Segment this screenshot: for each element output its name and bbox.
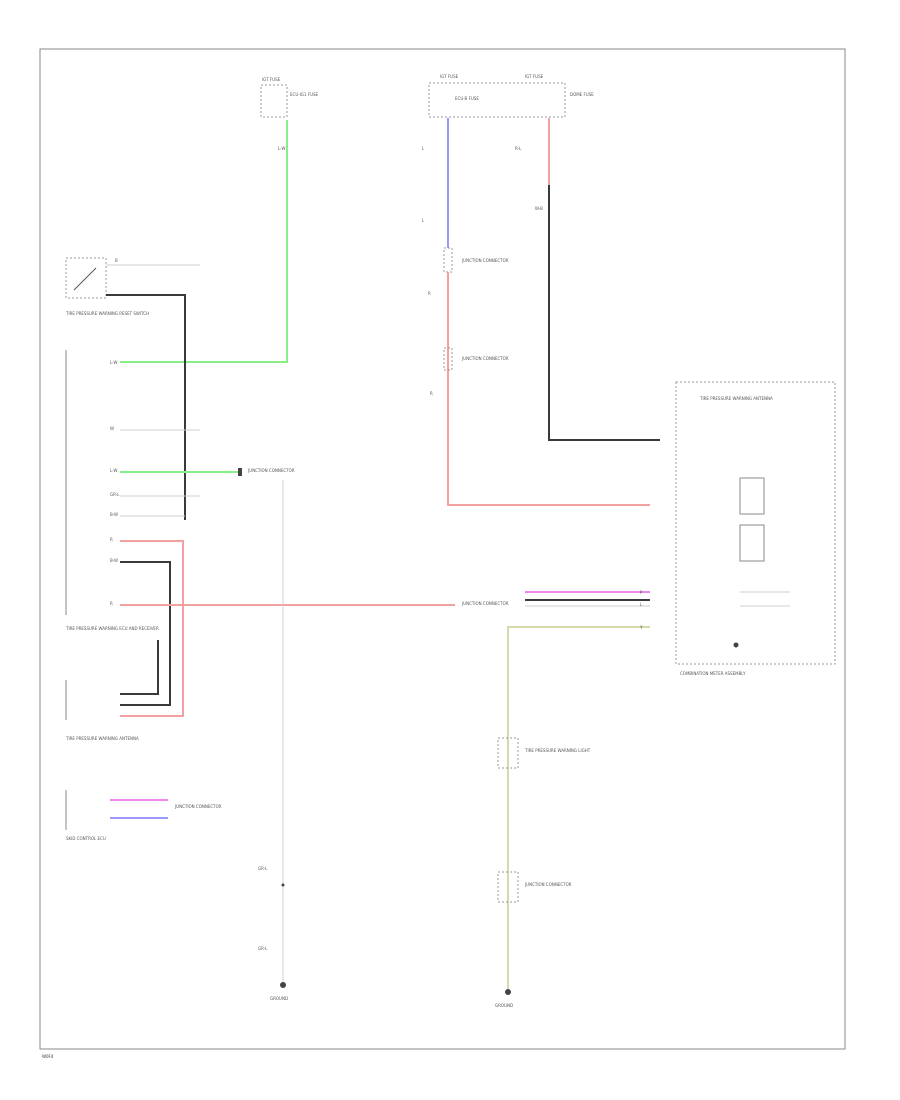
junction-left-marker (238, 468, 242, 476)
meter-pin-y: Y (639, 625, 643, 630)
bottom-inline-connector (497, 871, 519, 903)
inline-node-left (281, 883, 285, 887)
wire-label-gr-l-1: GR-L (258, 866, 268, 871)
receiver-pin-6: R (110, 537, 113, 542)
yellow-wire-to-ground (507, 626, 650, 992)
top-right-fuse-pin-label: DOME FUSE (570, 92, 594, 97)
ground-right-label: GROUND (495, 1003, 513, 1008)
wire-label-blue-1: L (422, 146, 425, 151)
antenna-group: TIRE PRESSURE WARNING ANTENNA (65, 680, 139, 741)
can-lamp-label: TIRE PRESSURE WARNING LIGHT (524, 748, 591, 753)
antenna-label: TIRE PRESSURE WARNING ANTENNA (65, 736, 139, 741)
wire-label-blue-2: L (422, 218, 425, 223)
top-left-fuse-group: IGT FUSE ECU-IG1 FUSE (260, 77, 319, 118)
meter-internal-block-1 (739, 477, 765, 515)
receiver-pin-2: W (110, 426, 114, 431)
meter-ground-node (733, 642, 739, 648)
meter-internal-block-2 (739, 524, 765, 562)
top-left-fuse-label: IGT FUSE (262, 77, 281, 82)
inline-connector-2 (443, 347, 453, 371)
dark-wire-dome-to-meter (548, 185, 660, 441)
receiver-group: TIRE PRESSURE WARNING ECU AND RECEIVER L… (65, 350, 159, 631)
wire-label-dome-2: W-B (535, 206, 543, 211)
top-mid-fuse-label: IGT FUSE (440, 74, 459, 79)
ground-left-symbol (280, 982, 286, 988)
receiver-pin-8: R (110, 601, 113, 606)
skid-control-group: SKID CONTROL ECU (65, 790, 106, 841)
green-wire-ig1 (120, 120, 288, 363)
combination-meter-group: COMBINATION METER ASSEMBLY TIRE PRESSURE… (675, 381, 836, 676)
top-right-fuse-label: IGT FUSE (525, 74, 544, 79)
junction-bottom-label: JUNCTION CONNECTOR (174, 804, 222, 809)
bottom-inline-connector-label: JUNCTION CONNECTOR (524, 882, 572, 887)
top-left-fuse-box (260, 84, 288, 118)
reset-switch-return-wire (106, 294, 186, 520)
combination-meter-label: COMBINATION METER ASSEMBLY (680, 671, 746, 676)
meter-internal-lines (740, 591, 790, 607)
inline-connector-2-label: JUNCTION CONNECTOR (461, 356, 509, 361)
reset-switch-label: TIRE PRESSURE WARNING RESET SWITCH (65, 311, 149, 316)
top-mid-fuse-box (428, 82, 566, 118)
inline-connector-1-label: JUNCTION CONNECTOR (461, 258, 509, 263)
red-loop-to-antenna (120, 540, 184, 717)
receiver-pin-5: B-W (110, 512, 118, 517)
wire-label-red-2: R (430, 391, 433, 396)
can-lamp-connector (497, 737, 519, 769)
wire-label-gr-l-2: GR-L (258, 946, 268, 951)
dark-loop-2-to-antenna (120, 640, 159, 695)
skid-control-label: SKID CONTROL ECU (66, 836, 106, 841)
top-left-fuse-pin-label: ECU-IG1 FUSE (290, 92, 319, 97)
junction-left-label: JUNCTION CONNECTOR (247, 468, 295, 473)
receiver-pin-4: GR-L (110, 492, 120, 497)
receiver-label: TIRE PRESSURE WARNING ECU AND RECEIVER (65, 626, 159, 631)
meter-pin-p: P (640, 590, 643, 595)
wire-label-ig1: L-W (278, 146, 285, 151)
combination-meter-box (675, 381, 836, 665)
red-wire-to-meter (447, 272, 650, 506)
wire-label-red-1: R (428, 291, 431, 296)
receiver-pin-7: B-W (110, 558, 118, 563)
ground-left-label: GROUND (270, 996, 288, 1001)
reset-switch-contact (73, 267, 97, 291)
reset-switch-box (65, 257, 107, 299)
diagram-border (39, 48, 846, 1050)
meter-pin-l: L (640, 602, 643, 607)
ground-right-symbol (505, 989, 511, 995)
meter-title-1: TIRE PRESSURE WARNING ANTENNA (699, 396, 773, 401)
reset-switch-wire-label: B (115, 258, 118, 263)
receiver-pin-1: L-W (110, 360, 117, 365)
dark-loop-to-antenna (120, 561, 171, 706)
top-mid-fuse-group: IGT FUSE ECU-B FUSE IGT FUSE DOME FUSE (428, 74, 594, 118)
wire-label-dome: R-L (515, 146, 522, 151)
receiver-pin-3: L-W (110, 468, 117, 473)
top-mid-fuse-pin-label: ECU-B FUSE (455, 96, 479, 101)
reset-switch-group: TIRE PRESSURE WARNING RESET SWITCH B (65, 257, 149, 316)
junction-mid-label: JUNCTION CONNECTOR (461, 601, 509, 606)
footer-code: W0F4 (42, 1054, 54, 1059)
inline-connector-1 (443, 247, 453, 273)
